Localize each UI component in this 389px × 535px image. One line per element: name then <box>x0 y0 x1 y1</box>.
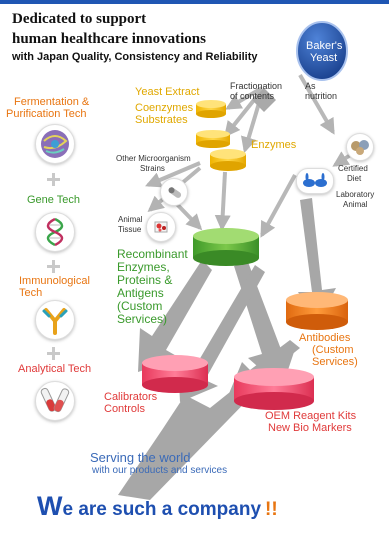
calibrators-label-line1: Calibrators <box>104 391 158 403</box>
lab-animal-label-line1: Laboratory <box>336 190 375 199</box>
recombinant-label-line6: Services) <box>117 312 168 326</box>
antibodies-label-line1: Antibodies <box>299 332 351 344</box>
antibodies-cylinder <box>286 292 348 330</box>
microorganism-label-line1: Other Microorganism <box>116 154 191 163</box>
plus-icon-2 <box>47 260 60 273</box>
microorganism-label-line2: Strains <box>140 164 165 173</box>
as-nutrition-line1: As <box>305 81 316 91</box>
calibrators-cylinder <box>142 355 208 393</box>
fractionation-line2: of contents <box>230 91 275 101</box>
top-band <box>0 0 389 4</box>
tech-immunological-line2: Tech <box>19 287 43 299</box>
antibodies-label-line3: Services) <box>312 356 358 368</box>
animal-tissue-icon <box>146 212 176 242</box>
lab-animal-label-line2: Animal <box>343 200 368 209</box>
slogan: We are such a company!! <box>37 492 278 520</box>
tech-fermentation-line2: Purification Tech <box>6 108 87 120</box>
yellow-cylinder-1 <box>196 100 226 118</box>
animal-tissue-label-line2: Tissue <box>118 225 142 234</box>
certified-diet-icon <box>346 133 374 161</box>
plus-icon-3 <box>47 347 60 360</box>
antibodies-label-line2: (Custom <box>312 344 354 356</box>
tech-immunological-line1: Immunological <box>19 275 90 287</box>
coenzymes-label-line2: Substrates <box>135 114 188 126</box>
tech-analytical-label: Analytical Tech <box>18 363 92 375</box>
yellow-cylinder-3 <box>210 149 246 171</box>
calibrators-label-line2: Controls <box>104 403 145 415</box>
as-nutrition-line2: nutrition <box>305 91 338 101</box>
plus-icon-1 <box>47 173 60 186</box>
enzymes-label: Enzymes <box>251 139 297 151</box>
oem-label-line1: OEM Reagent Kits <box>265 410 357 422</box>
animal-tissue-label-line1: Animal <box>118 215 143 224</box>
badge-label-line2: Yeast <box>310 52 338 64</box>
oem-label-line2: New Bio Markers <box>268 422 352 434</box>
recombinant-label-line5: (Custom <box>117 299 163 313</box>
test-tubes-icon <box>35 381 75 421</box>
recombinant-label-line3: Proteins & <box>117 273 173 287</box>
recombinant-label-line4: Antigens <box>117 286 164 300</box>
slogan-exclamation: !! <box>265 499 278 520</box>
badge-label-line1: Baker's <box>306 40 343 52</box>
junction-diamond <box>252 88 276 112</box>
certified-diet-label-line2: Diet <box>347 174 362 183</box>
header-line1: Dedicated to support <box>12 11 147 27</box>
slogan-first-letter: W <box>37 491 63 521</box>
dna-helix-icon <box>35 212 75 252</box>
header-line3: with Japan Quality, Consistency and Reli… <box>12 51 258 63</box>
recombinant-label-line1: Recombinant <box>117 247 188 261</box>
oem-cylinder <box>234 368 314 410</box>
tech-gene-label: Gene Tech <box>27 194 81 206</box>
serving-line2: with our products and services <box>92 465 228 476</box>
recombinant-cylinder <box>193 228 259 266</box>
recombinant-label-line2: Enzymes, <box>117 260 170 274</box>
bakers-yeast-badge <box>296 21 348 81</box>
fractionation-line1: Fractionation <box>230 81 283 91</box>
yeast-extract-label: Yeast Extract <box>135 86 200 98</box>
coenzymes-label-line1: Coenzymes <box>135 102 194 114</box>
slogan-text: e are such a company <box>62 499 262 520</box>
header-line2: human healthcare innovations <box>12 31 206 47</box>
laboratory-animal-icon <box>296 168 334 194</box>
antibody-icon <box>35 300 75 340</box>
serving-line1: Serving the world <box>90 450 191 465</box>
flow-arrows <box>118 198 336 500</box>
tech-fermentation-line1: Fermentation & <box>14 96 90 108</box>
microorganism-tube-icon <box>160 178 188 206</box>
yellow-cylinder-2 <box>196 130 230 148</box>
connector-lines <box>145 73 357 238</box>
protein-structure-icon <box>35 124 75 164</box>
certified-diet-label-line1: Certified <box>338 164 368 173</box>
